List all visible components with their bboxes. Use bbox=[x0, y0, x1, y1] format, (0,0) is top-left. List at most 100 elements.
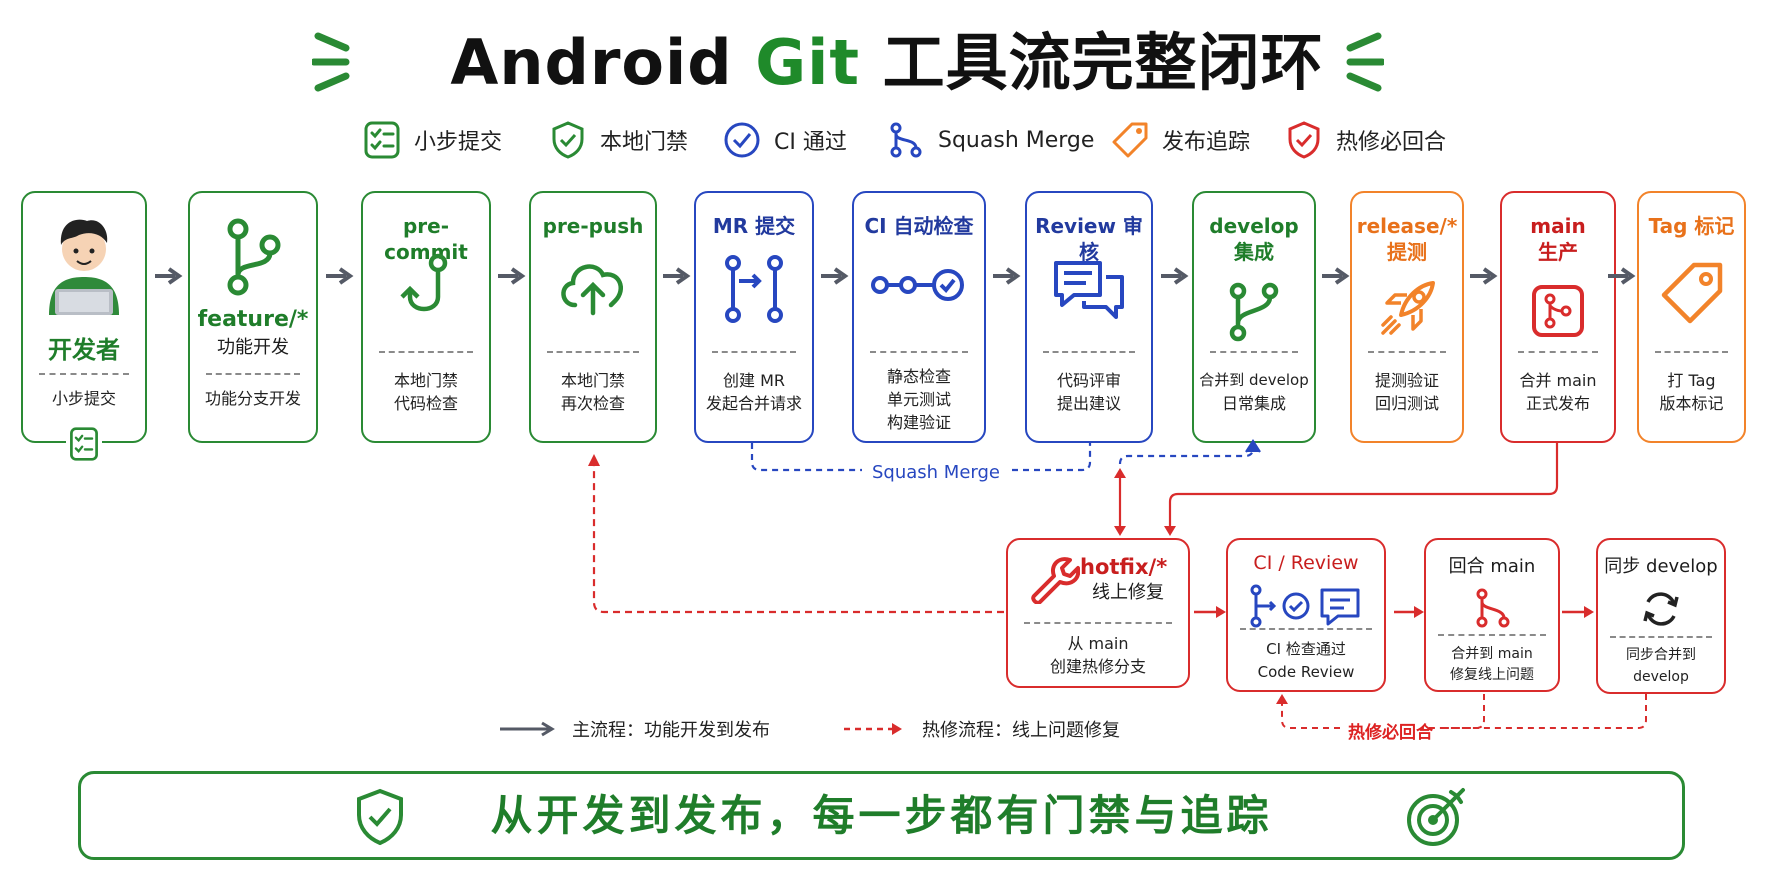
card-tag: Tag 标记 打 Tag 版本标记 bbox=[1637, 191, 1746, 443]
card-prepush: pre-push 本地门禁 再次检查 bbox=[529, 191, 657, 443]
page-title: Android Git 工具流完整闭环 bbox=[450, 26, 1324, 99]
card-review: Review 审核 代码评审 提出建议 bbox=[1025, 191, 1153, 443]
cireview-desc-1: CI 检查通过 bbox=[1266, 640, 1346, 658]
card-ci-review: CI / Review CI 检查通过 Code Review bbox=[1226, 538, 1386, 692]
review-desc-2: 提出建议 bbox=[1056, 394, 1121, 413]
prepush-desc-1: 本地门禁 bbox=[560, 371, 625, 390]
back-merge-icon bbox=[1476, 588, 1510, 628]
tag-icon bbox=[1112, 122, 1148, 158]
feature-desc: 功能分支开发 bbox=[204, 389, 301, 408]
develop-title: develop bbox=[1209, 214, 1299, 238]
hotfix-loop-label: 热修必回合 bbox=[1348, 723, 1433, 743]
shield-check-icon bbox=[552, 121, 584, 159]
mr-title: MR 提交 bbox=[712, 214, 796, 238]
release-title: release/* bbox=[1356, 214, 1458, 238]
title-spark-left-icon bbox=[312, 32, 350, 92]
developer-title: 开发者 bbox=[48, 336, 120, 364]
legend-ci-pass: CI 通过 bbox=[722, 118, 847, 162]
review-desc-1: 代码评审 bbox=[1056, 371, 1121, 390]
tag-desc-1: 打 Tag bbox=[1667, 371, 1716, 390]
flow-arrow bbox=[1608, 267, 1636, 285]
hotfix-title: hotfix/* bbox=[1080, 555, 1168, 579]
release-desc-2: 回归测试 bbox=[1374, 394, 1439, 413]
legend-small-commit: 小步提交 bbox=[362, 118, 502, 162]
cloud-upload-icon bbox=[561, 264, 623, 316]
main-title: main bbox=[1530, 214, 1586, 238]
cireview-title: CI / Review bbox=[1253, 552, 1359, 574]
mr-desc-1: 创建 MR bbox=[722, 371, 785, 390]
precommit-title: pre-commit bbox=[384, 214, 468, 264]
card-main: main 生产 合并 main 正式发布 bbox=[1500, 191, 1616, 443]
check-circle-icon bbox=[724, 122, 760, 158]
developer-avatar-icon bbox=[49, 219, 119, 315]
feature-subtitle: 功能开发 bbox=[217, 337, 289, 358]
tag-desc-2: 版本标记 bbox=[1659, 394, 1724, 413]
prepush-title: pre-push bbox=[542, 214, 644, 238]
developer-desc: 小步提交 bbox=[51, 389, 116, 408]
checklist-icon bbox=[364, 121, 400, 159]
hotfix-desc-2: 创建热修分支 bbox=[1049, 657, 1146, 676]
syncdev-desc-1: 同步合并到 bbox=[1626, 647, 1696, 663]
chat-bubbles-icon bbox=[1054, 261, 1124, 319]
branch-merge-icon bbox=[1229, 282, 1279, 342]
shield-red-icon bbox=[1288, 121, 1320, 159]
card-feature: feature/* 功能开发 功能分支开发 bbox=[188, 191, 318, 443]
hotfix-subtitle: 线上修复 bbox=[1092, 582, 1164, 603]
mr-desc-2: 发起合并请求 bbox=[705, 394, 802, 413]
release-desc-1: 提测验证 bbox=[1374, 371, 1439, 390]
card-mr: MR 提交 创建 MR 发起合并请求 bbox=[694, 191, 814, 443]
pipeline-check-icon bbox=[871, 269, 964, 301]
legend-hotfix-backmerge: 热修必回合 bbox=[1284, 118, 1446, 162]
flow-arrow bbox=[993, 267, 1021, 285]
production-branch-icon bbox=[1532, 285, 1584, 337]
ci-desc-2: 单元测试 bbox=[886, 390, 951, 409]
main-desc-2: 正式发布 bbox=[1525, 394, 1590, 413]
precommit-desc-1: 本地门禁 bbox=[393, 371, 458, 390]
sync-icon bbox=[1643, 592, 1679, 626]
card-sync-develop: 同步 develop 同步合并到 develop bbox=[1596, 538, 1726, 694]
hotfix-desc-1: 从 main bbox=[1067, 634, 1129, 653]
card-developer: 开发者 小步提交 bbox=[21, 191, 147, 443]
flow-arrow bbox=[663, 267, 691, 285]
merge-icon bbox=[890, 122, 922, 158]
card-develop: develop 集成 合并到 develop 日常集成 bbox=[1192, 191, 1316, 443]
legend-main-flow: 主流程：功能开发到发布 bbox=[498, 716, 770, 742]
card-hotfix: hotfix/* 线上修复 从 main 创建热修分支 bbox=[1006, 538, 1190, 688]
solid-arrow-icon bbox=[500, 721, 555, 737]
develop-subtitle: 集成 bbox=[1234, 240, 1274, 264]
title-spark-right-icon bbox=[1346, 32, 1384, 92]
precommit-desc-2: 代码检查 bbox=[393, 394, 458, 413]
ci-desc-1: 静态检查 bbox=[886, 367, 951, 386]
flow-arrow bbox=[1161, 267, 1189, 285]
legend-release-tracking: 发布追踪 bbox=[1110, 118, 1250, 162]
target-icon bbox=[1407, 788, 1465, 846]
flow-arrow bbox=[498, 267, 526, 285]
release-subtitle: 提测 bbox=[1387, 240, 1427, 264]
flow-arrow bbox=[155, 267, 183, 285]
dashed-arrow-icon bbox=[844, 723, 902, 735]
card-back-main: 回合 main 合并到 main 修复线上问题 bbox=[1424, 538, 1560, 692]
legend-squash-merge: Squash Merge bbox=[886, 118, 1094, 162]
cireview-desc-2: Code Review bbox=[1257, 663, 1355, 681]
flow-arrow bbox=[1470, 267, 1498, 285]
backmain-title: 回合 main bbox=[1448, 556, 1536, 577]
main-subtitle: 生产 bbox=[1538, 240, 1578, 264]
syncdev-title: 同步 develop bbox=[1604, 556, 1718, 577]
hook-icon bbox=[400, 253, 448, 312]
main-desc-1: 合并 main bbox=[1519, 371, 1597, 390]
rocket-icon bbox=[1381, 281, 1435, 335]
legend-local-gate: 本地门禁 bbox=[548, 118, 688, 162]
ci-title: CI 自动检查 bbox=[864, 214, 974, 238]
banner-text: 从开发到发布，每一步都有门禁与追踪 bbox=[490, 791, 1273, 840]
prepush-desc-2: 再次检查 bbox=[560, 394, 625, 413]
card-precommit: pre-commit 本地门禁 代码检查 bbox=[361, 191, 491, 443]
tag-title: Tag 标记 bbox=[1648, 214, 1735, 238]
feature-title: feature/* bbox=[197, 307, 309, 332]
syncdev-desc-2: develop bbox=[1633, 669, 1689, 685]
develop-desc-1: 合并到 develop bbox=[1199, 371, 1309, 389]
review-title: Review 审核 bbox=[1035, 214, 1143, 264]
ci-desc-3: 构建验证 bbox=[886, 413, 951, 432]
squash-merge-label: Squash Merge bbox=[872, 462, 1000, 483]
backmain-desc-2: 修复线上问题 bbox=[1450, 667, 1534, 683]
